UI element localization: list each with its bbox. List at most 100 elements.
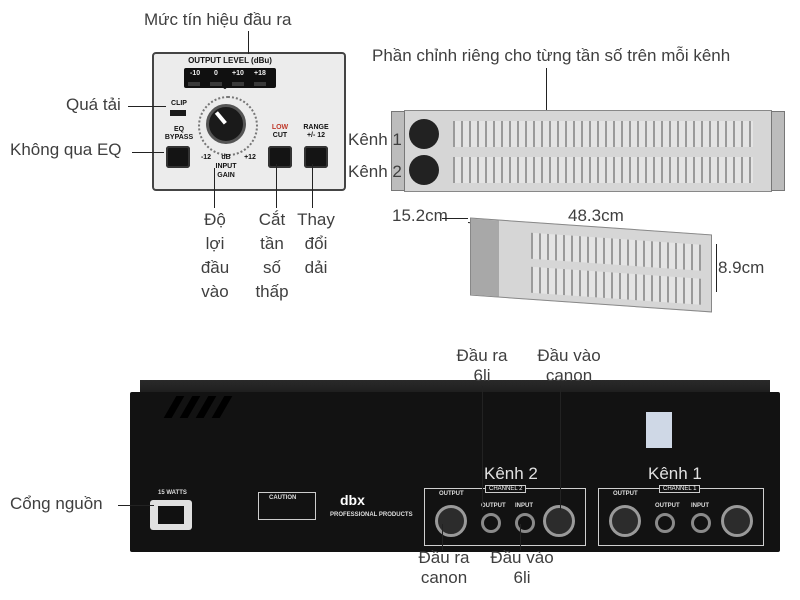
fader-bank-1 [531, 232, 701, 271]
leader-line [118, 505, 154, 506]
leader-line [128, 106, 166, 107]
level-plus18: +18 [254, 70, 266, 77]
height-label: 8.9cm [718, 258, 765, 277]
led [232, 82, 244, 86]
output-xlr-jack[interactable] [609, 505, 641, 537]
cut-label: CUT [272, 132, 288, 139]
output-tag: OUTPUT [655, 503, 680, 509]
input-gain-line: vào [201, 282, 229, 301]
range-line: dải [304, 258, 328, 277]
out-canon-label: Đầu ra canon [404, 548, 484, 588]
input-quarter-inch-jack[interactable] [515, 513, 535, 533]
equalizer-front-unit [391, 110, 785, 192]
low-cut-desc: Cắt tần số thấp [252, 208, 292, 304]
channel2-label: Kênh 2 [348, 162, 402, 181]
power-socket[interactable] [150, 500, 192, 530]
output-signal-label: Mức tín hiệu đầu ra [144, 10, 292, 29]
back-panel: 15 WATTS CAUTION dbx PROFESSIONAL PRODUC… [130, 392, 780, 552]
input-xlr-jack[interactable] [543, 505, 575, 537]
in-6li-line: Đầu vào [490, 548, 554, 567]
output-tag: OUTPUT [613, 491, 638, 497]
level-0: 0 [214, 70, 218, 77]
gain-min: -12 [200, 154, 212, 161]
socket-hole [158, 506, 184, 524]
channel2-section: CHANNEL 2 OUTPUT OUTPUT INPUT [424, 485, 586, 546]
eq-label: EQ [173, 126, 185, 133]
eq-bypass-label: Không qua EQ [10, 140, 122, 159]
depth-dimension-line [442, 218, 468, 219]
low-cut-line: Cắt [258, 210, 286, 229]
output-quarter-inch-jack[interactable] [655, 513, 675, 533]
channel-knob [409, 155, 439, 185]
fader-bank-1 [453, 121, 753, 147]
low-cut-line: số [263, 258, 281, 277]
brand-subtitle: PROFESSIONAL PRODUCTS [330, 512, 413, 518]
front-panel-closeup: OUTPUT LEVEL (dBu) -10 0 +10 +18 CLIP EQ… [152, 52, 346, 191]
leader-line [520, 524, 521, 550]
led [188, 82, 200, 86]
knob-pointer [214, 111, 227, 125]
channel1-section: CHANNEL 1 OUTPUT OUTPUT INPUT [598, 485, 764, 546]
leader-line [132, 152, 164, 153]
leader-line [312, 164, 313, 208]
input-quarter-inch-jack[interactable] [691, 513, 711, 533]
caution-label: CAUTION [269, 495, 297, 501]
back-channel1-label: Kênh 1 [648, 464, 702, 483]
db-label: dB [221, 154, 231, 161]
fader-bank-2 [531, 266, 701, 305]
rack-ear [771, 111, 785, 191]
input-gain-line: lợi [205, 234, 225, 253]
input-gain-knob[interactable] [206, 104, 246, 144]
low-cut-button[interactable] [268, 146, 292, 168]
channel1-tag: CHANNEL 1 [659, 485, 701, 493]
in-canon-line: canon [545, 366, 593, 385]
low-cut-line: tần [260, 234, 284, 253]
watts-label: 15 WATTS [158, 490, 187, 496]
range-value: +/- 12 [306, 132, 326, 139]
leader-line [482, 386, 483, 510]
in-6li-line: 6li [513, 568, 531, 587]
bypass-label: BYPASS [164, 134, 194, 141]
rack-ear [391, 111, 405, 191]
channel-knob [409, 119, 439, 149]
brand-logo: dbx [340, 492, 365, 508]
leader-line [442, 524, 443, 550]
gain-zero: 0 [223, 84, 227, 91]
out-canon-line: Đầu ra [418, 548, 470, 567]
level-plus10: +10 [232, 70, 244, 77]
channel1-label: Kênh 1 [348, 130, 402, 149]
range-line: đổi [304, 234, 328, 253]
depth-label: 15.2cm [392, 206, 448, 225]
gain-max: +12 [244, 154, 256, 161]
caution-box: CAUTION [258, 492, 316, 520]
out-6li-line: Đầu ra [456, 346, 508, 365]
eq-bypass-button[interactable] [166, 146, 190, 168]
output-tag: OUTPUT [439, 491, 464, 497]
output-quarter-inch-jack[interactable] [481, 513, 501, 533]
vent-slot [211, 396, 233, 418]
fader-bank-2 [453, 157, 753, 183]
out-canon-line: canon [420, 568, 468, 587]
power-port-label: Cổng nguồn [10, 494, 103, 513]
output-tag: OUTPUT [481, 503, 506, 509]
range-button[interactable] [304, 146, 328, 168]
product-sticker [646, 412, 672, 448]
height-dimension-line [716, 244, 717, 292]
range-line: Thay [297, 210, 335, 229]
gain-scale [198, 96, 258, 156]
equalizer-perspective-unit [470, 217, 712, 313]
out-6li-line: 6li [473, 366, 491, 385]
output-level-title: OUTPUT LEVEL (dBu) [188, 56, 272, 65]
input-gain-line: Độ [204, 210, 226, 229]
per-frequency-label: Phần chỉnh riêng cho từng tần số trên mỗ… [372, 46, 731, 65]
leader-line [546, 68, 547, 110]
output-xlr-jack[interactable] [435, 505, 467, 537]
leader-line [248, 31, 249, 54]
in-6li-label: Đầu vào 6li [480, 548, 564, 588]
input-xlr-jack[interactable] [721, 505, 753, 537]
out-6li-label: Đầu ra 6li [444, 346, 520, 386]
clip-label: CLIP [171, 100, 187, 107]
led [210, 82, 222, 86]
input-gain-line: đầu [200, 258, 230, 277]
input-tag: INPUT [691, 503, 709, 509]
